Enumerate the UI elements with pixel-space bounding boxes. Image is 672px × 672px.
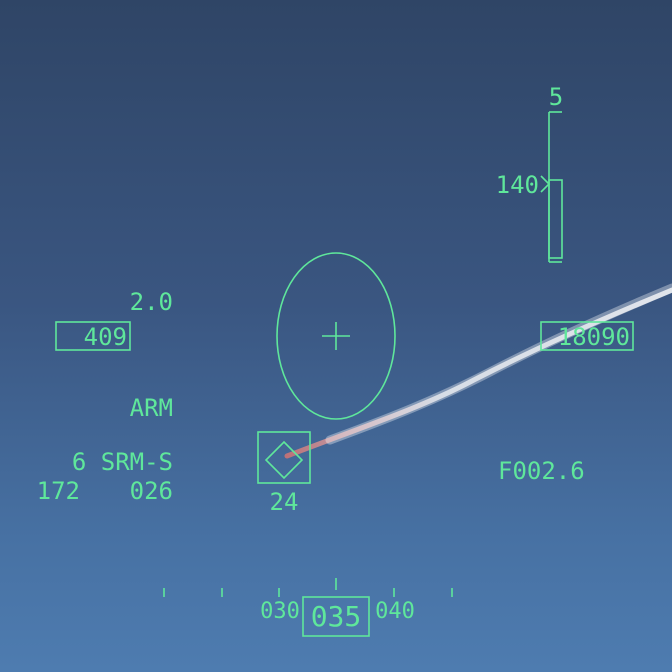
heading-current-readout: 035 [311,600,362,633]
heading-current-box [302,596,370,637]
vertical-speed-scale: 5 140 [496,83,563,263]
vertical-speed-readout: 140 [496,171,539,199]
seeker-reticle [276,252,396,420]
altitude-scale-top-label: 5 [549,83,563,111]
master-arm-status: ARM [130,394,173,422]
heading-tape: 030 035 040 [163,578,453,637]
bottom-left-readout-a: 172 [37,477,80,505]
airspeed-box: 409 [55,321,131,351]
heading-left-label: 030 [260,599,300,624]
target-designator-box: 24 [257,431,311,516]
airspeed-readout: 409 [84,323,127,351]
bottom-left-readout-b: 026 [130,477,173,505]
heading-right-label: 040 [375,599,415,624]
missile-trail [284,283,672,459]
target-box-label: 24 [270,488,299,516]
weapon-selection: 6 SRM-S [72,448,173,476]
altitude-box: 18090 [540,321,634,351]
g-load-readout: 2.0 [130,288,173,316]
altitude-readout: 18090 [558,323,630,351]
target-diamond-icon [264,440,304,480]
vertical-speed-caret-icon [540,175,551,193]
target-range-readout: F002.6 [498,457,585,485]
